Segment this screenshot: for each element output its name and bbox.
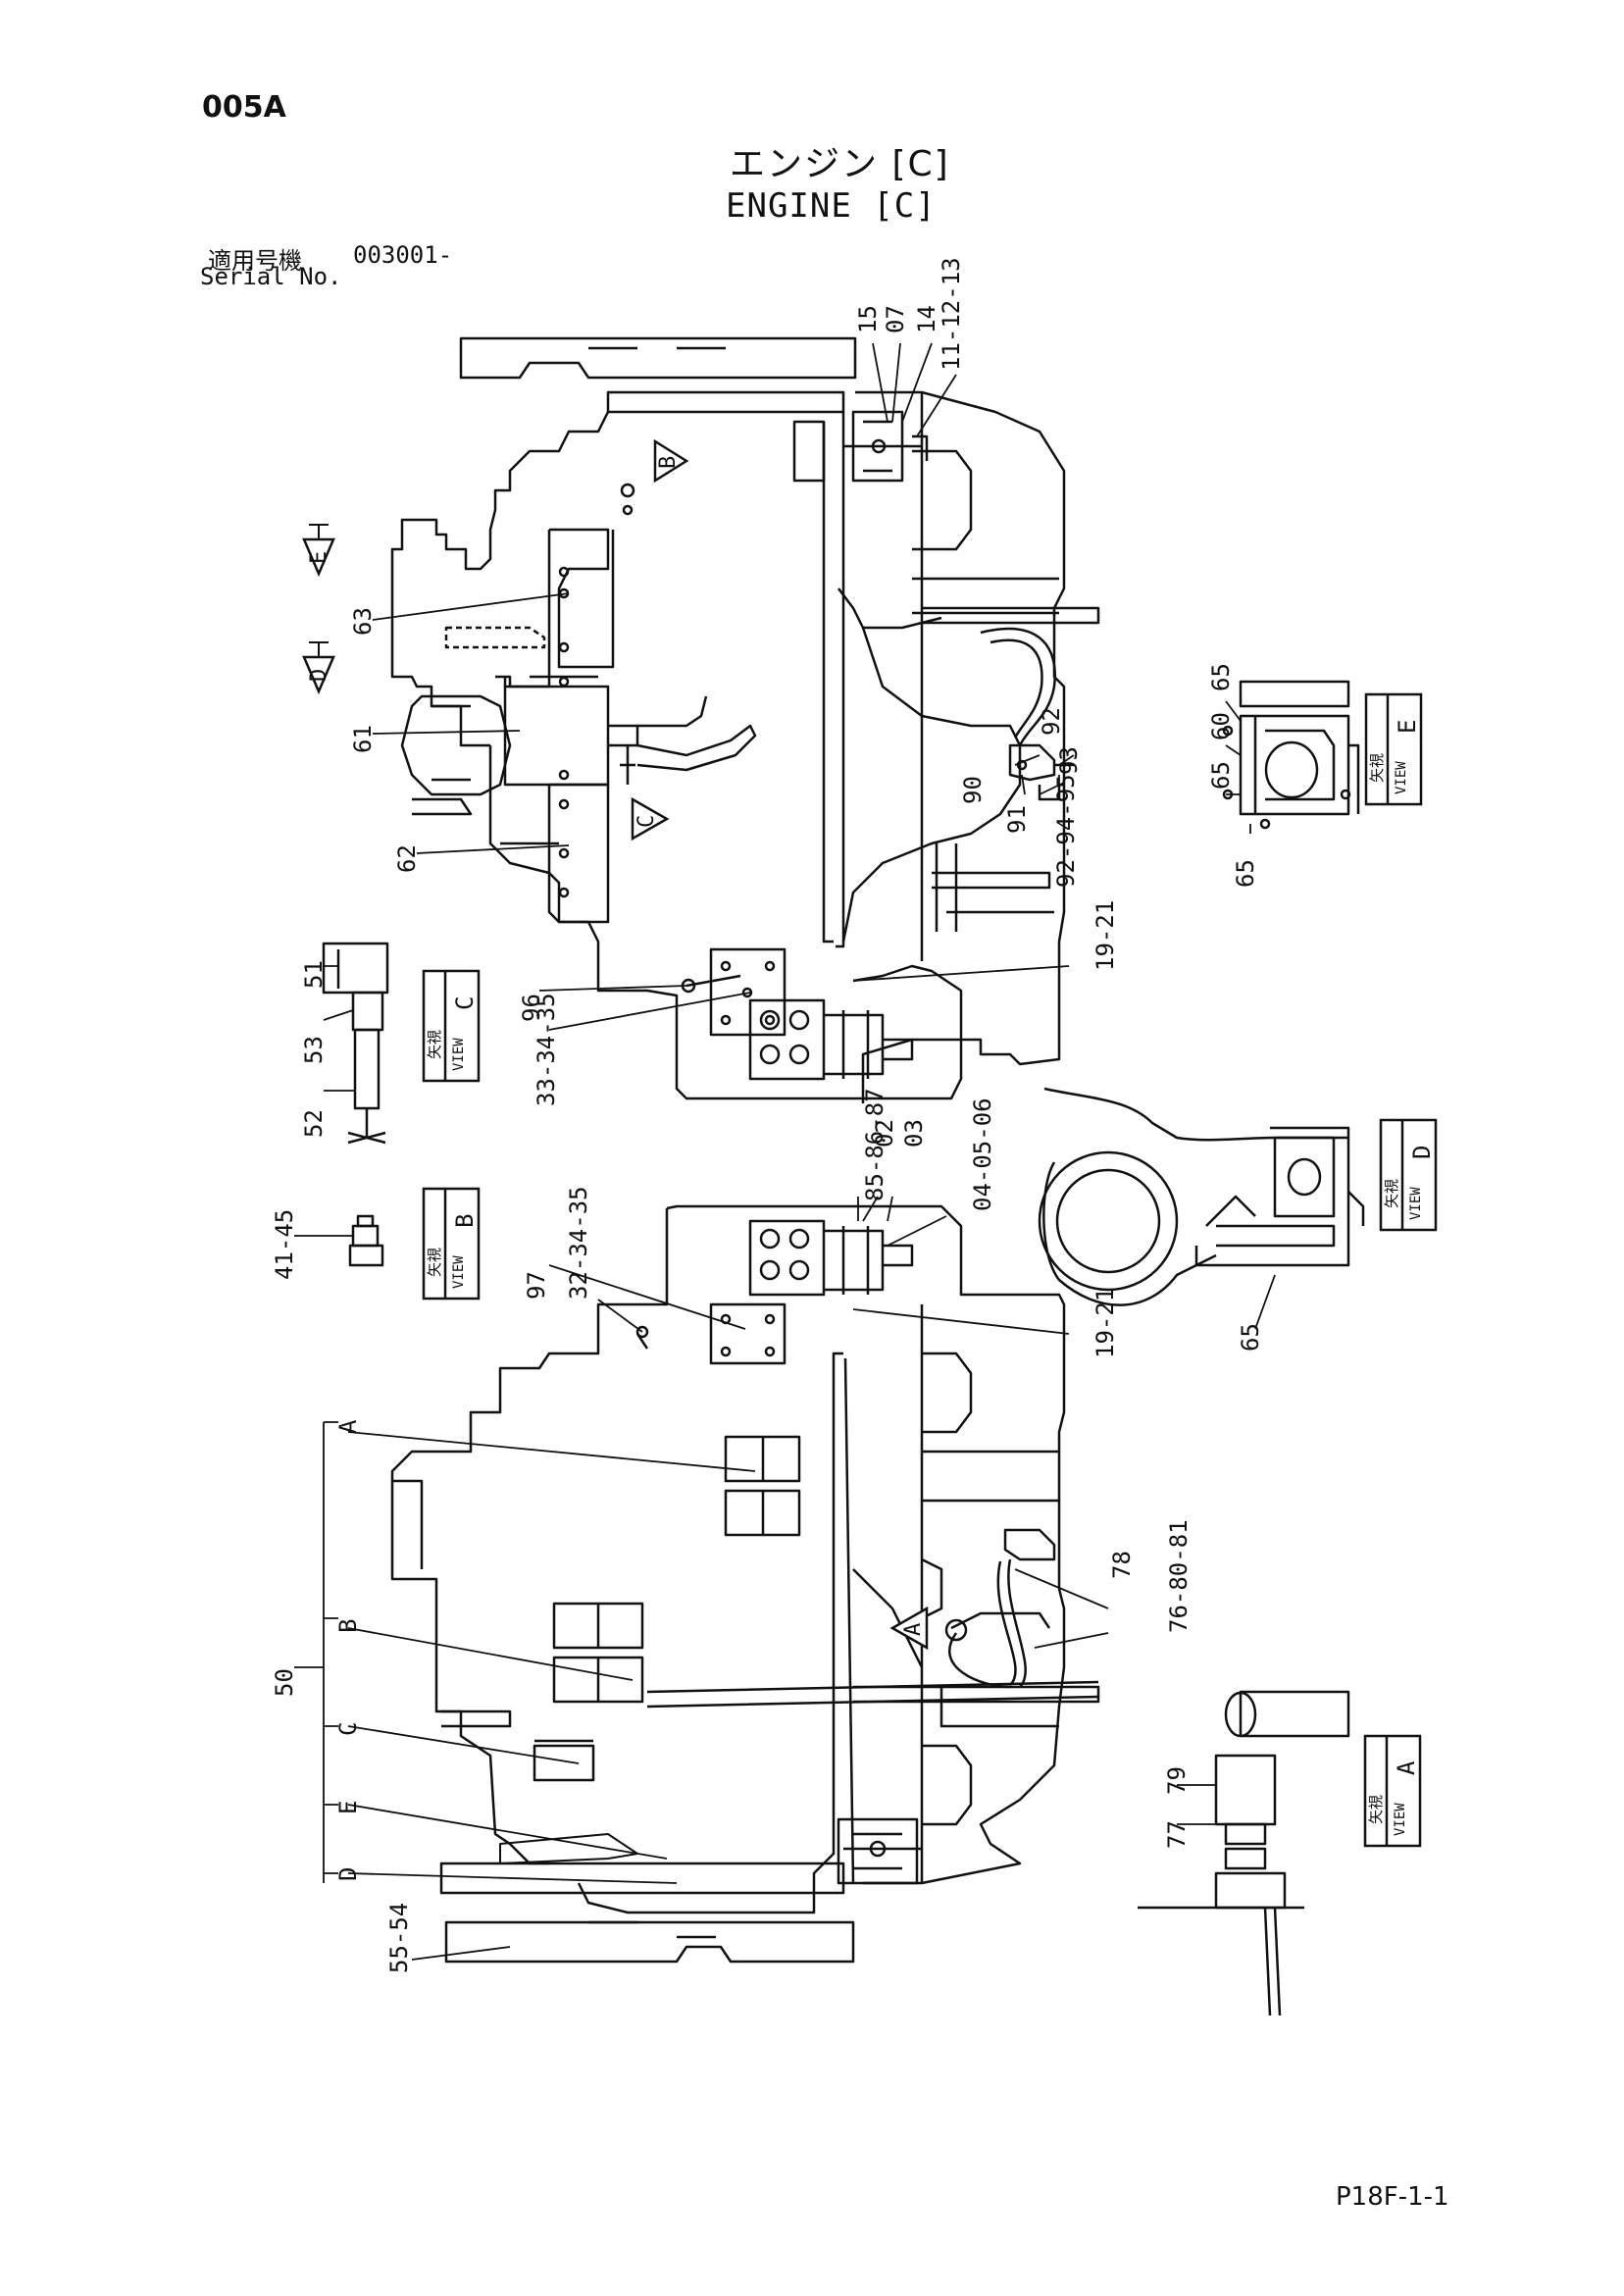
- view-c-letter: C: [451, 996, 479, 1010]
- callout-91: 91: [1003, 805, 1031, 834]
- callout-51: 51: [300, 960, 328, 989]
- view-c-label-ja: 矢視: [426, 1030, 443, 1059]
- lower-engine-body: [390, 1204, 1100, 1964]
- view-c-drawing: [322, 942, 389, 1145]
- callout-53: 53: [300, 1036, 328, 1064]
- view-d-label-en: VIEW: [1408, 1187, 1424, 1220]
- serial-number: 003001-: [353, 241, 453, 269]
- callout-33-35: 33-34-35: [533, 993, 560, 1106]
- callout-92-a: 92: [1038, 707, 1065, 736]
- view-arrow-a-letter: A: [901, 1623, 926, 1636]
- callout-65-b: 65: [1207, 761, 1235, 790]
- callout-92-95: 92-94-95: [1052, 774, 1080, 888]
- view-b-letter: B: [451, 1214, 479, 1228]
- callout-04-06: 04-05-06: [969, 1097, 996, 1211]
- view-arrow-b-icon: [653, 438, 689, 484]
- callout-79: 79: [1163, 1766, 1191, 1795]
- view-a-label-en: VIEW: [1393, 1803, 1408, 1836]
- view-a-letter: A: [1393, 1760, 1420, 1775]
- sheet-reference: P18F-1-1: [1336, 2182, 1449, 2212]
- upper-hub-assembly: [792, 410, 929, 483]
- callout-65-a: 65: [1207, 663, 1235, 691]
- callout-55-54: 55-54: [385, 1903, 413, 1973]
- view-a-drawing: [1138, 1690, 1350, 2016]
- view-label-frames: [422, 692, 1438, 1848]
- callout-07: 07: [882, 305, 909, 333]
- view-e-label-en: VIEW: [1394, 761, 1409, 794]
- title-japanese: エンジン [C]: [730, 144, 950, 184]
- view-d-label-ja: 矢視: [1383, 1179, 1400, 1208]
- callout-50: 50: [271, 1668, 298, 1697]
- view-c-label-en: VIEW: [451, 1038, 467, 1071]
- view-arrow-e-letter: E: [307, 551, 331, 564]
- view-marker-letters: B E D C A: [307, 456, 926, 1636]
- serial-label-japanese: 適用号機: [208, 247, 302, 275]
- view-marker-stems: [309, 524, 329, 657]
- view-e-drawing: [1222, 680, 1360, 830]
- callout-78: 78: [1108, 1551, 1136, 1579]
- view-d-drawing: [1038, 1087, 1365, 1306]
- callout-96: 96: [518, 994, 545, 1022]
- callout-11-13: 11-12-13: [938, 257, 965, 371]
- view-arrow-c-letter: C: [634, 815, 659, 828]
- view-arrow-b-letter: B: [656, 456, 681, 469]
- leader-lines: [294, 342, 1276, 1961]
- view-label-texts: 矢視 VIEW C 矢視 VIEW B 矢視 VIEW E 矢視 VIEW D …: [426, 720, 1436, 1836]
- callout-77: 77: [1163, 1820, 1191, 1849]
- view-b-drawing: [348, 1214, 384, 1267]
- lower-valve-block: [635, 1219, 914, 1365]
- serial-label-english: Serial No.: [200, 263, 342, 290]
- view-arrow-d-letter: D: [307, 669, 331, 682]
- callout-52: 52: [300, 1109, 328, 1138]
- callout-97: 97: [523, 1271, 550, 1300]
- callout-32-35: 32-34-35: [565, 1186, 592, 1300]
- view-b-label-en: VIEW: [451, 1255, 467, 1289]
- callout-61: 61: [349, 725, 377, 753]
- page-code: 005A: [202, 90, 286, 125]
- upper-hose-lines: [980, 627, 1074, 801]
- callout-85-87: 85-86-87: [861, 1088, 888, 1201]
- callout-19-21-a: 19-21: [1091, 900, 1119, 971]
- callout-19-21-b: 19-21: [1091, 1288, 1119, 1358]
- view-d-letter: D: [1408, 1146, 1436, 1159]
- view-arrow-c-icon: [631, 796, 670, 842]
- callout-63: 63: [349, 607, 377, 636]
- view-e-letter: E: [1394, 720, 1421, 734]
- callout-03: 03: [900, 1119, 928, 1148]
- view-e-label-ja: 矢視: [1368, 753, 1386, 783]
- view-a-label-ja: 矢視: [1367, 1795, 1385, 1824]
- view-arrow-a-icon: [889, 1606, 929, 1651]
- view-marker-arrows: [302, 438, 929, 1651]
- callout-76-81: 76-80-81: [1165, 1519, 1193, 1633]
- callout-93: 93: [1055, 746, 1083, 775]
- upper-valve-block: [681, 947, 914, 1081]
- callout-14: 14: [913, 305, 940, 333]
- lower-component-boxes: [441, 1435, 801, 1782]
- upper-component-boxes: [400, 483, 757, 924]
- callout-65-c: 65: [1232, 859, 1259, 888]
- callout-62: 62: [393, 844, 421, 873]
- callout-d: D: [334, 1867, 362, 1881]
- title-english: ENGINE [C]: [726, 186, 937, 226]
- callout-b: B: [334, 1619, 362, 1633]
- callout-15: 15: [854, 305, 882, 333]
- callout-02: 02: [871, 1119, 898, 1148]
- callout-65-d: 65: [1237, 1323, 1264, 1352]
- callout-c: C: [334, 1722, 362, 1736]
- callout-60: 60: [1207, 712, 1235, 740]
- lower-hose-lines: [646, 1528, 1099, 1709]
- lower-hub-assembly: [837, 1817, 922, 1885]
- callout-e: E: [334, 1801, 362, 1814]
- callout-a: A: [334, 1419, 362, 1434]
- callout-41-45: 41-45: [271, 1209, 298, 1280]
- callout-numbers: 15 07 14 11-12-13 63 61 62 65 60 65 65 9…: [271, 257, 1264, 1973]
- callout-90: 90: [959, 776, 987, 804]
- view-b-label-ja: 矢視: [426, 1248, 443, 1277]
